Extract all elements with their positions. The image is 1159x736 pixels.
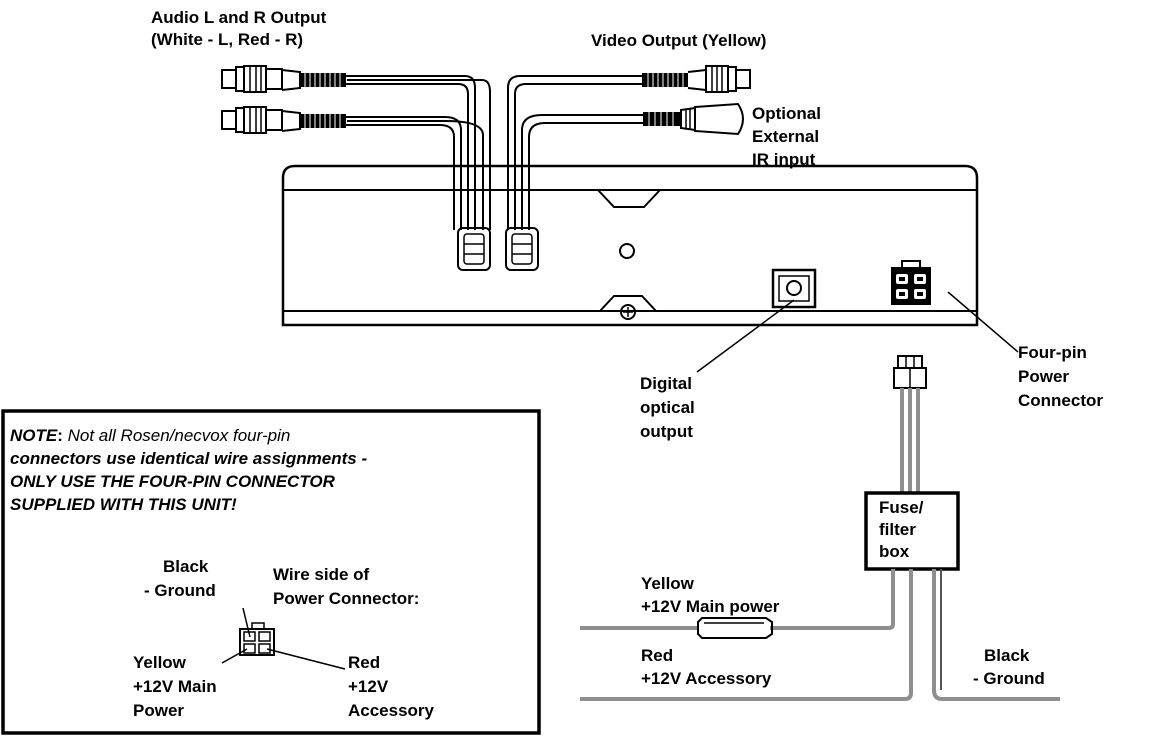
video-output-label: Video Output (Yellow): [591, 31, 766, 50]
note-line2: connectors use identical wire assignment…: [10, 449, 367, 468]
note-line3: ONLY USE THE FOUR-PIN CONNECTOR: [10, 472, 336, 491]
audio-output-label-line1: Audio L and R Output: [151, 8, 327, 27]
video-rca-plug: [642, 65, 751, 93]
red-wire-label-line1: Red: [641, 646, 673, 665]
note-red-label-line3: Accessory: [348, 701, 435, 720]
optical-label-line1: Digital: [640, 374, 692, 393]
note-red-label-line1: Red: [348, 653, 380, 672]
ir-input-label-line2: External: [752, 127, 819, 146]
note-yellow-label-line3: Power: [133, 701, 184, 720]
fuse-box-label-line3: box: [879, 542, 910, 561]
note-line4: SUPPLIED WITH THIS UNIT!: [10, 495, 237, 514]
black-wire-label-line1: Black: [984, 646, 1030, 665]
power-connector-label-line1: Four-pin: [1018, 343, 1087, 362]
audio-rca-plug-right: [221, 106, 346, 134]
note-prefix: NOTE: [10, 426, 58, 445]
fuse-box-label-line2: filter: [879, 520, 916, 539]
note-yellow-label-line2: +12V Main: [133, 677, 217, 696]
yellow-wire: [580, 569, 895, 639]
harness-plug: [893, 355, 927, 389]
black-wire-label-line2: - Ground: [973, 669, 1045, 688]
main-unit: [281, 164, 979, 327]
note-black-leader: [242, 607, 251, 638]
red-wire: [580, 569, 913, 701]
red-wire-label-line2: +12V Accessory: [641, 669, 772, 688]
digital-optical-jack: [771, 268, 817, 309]
ir-input-label-line1: Optional: [752, 104, 821, 123]
note-line1: NOTE: Not all Rosen/necvox four-pin: [10, 426, 290, 445]
unit-power-connector: [891, 260, 931, 305]
note-line1-text: Not all Rosen/necvox four-pin: [63, 426, 290, 445]
optical-label-line2: optical: [640, 398, 695, 417]
optical-label-line3: output: [640, 422, 693, 441]
optical-leader-line: [696, 299, 795, 373]
black-wire: [932, 569, 1060, 701]
yellow-wire-label-line2: +12V Main power: [641, 597, 780, 616]
screw-icon: [620, 304, 636, 320]
audio-rca-plug-left: [221, 65, 346, 93]
audio-header-plug: [457, 227, 491, 271]
video-header-plug: [505, 227, 539, 271]
note-colon: :: [57, 426, 63, 445]
note-yellow-leader: [221, 648, 248, 664]
note-black-label-line2: - Ground: [144, 581, 216, 600]
mounting-hole: [619, 243, 635, 259]
power-connector-label-line3: Connector: [1018, 391, 1103, 410]
wire-side-label-line1: Wire side of: [273, 565, 370, 584]
note-red-leader: [266, 648, 346, 670]
video-cable-bundle: [507, 75, 643, 230]
audio-cable-bundle: [340, 75, 491, 230]
note-box: NOTE: Not all Rosen/necvox four-pin conn…: [1, 409, 541, 735]
yellow-wire-label-line1: Yellow: [641, 574, 695, 593]
audio-output-label-line2: (White - L, Red - R): [151, 30, 303, 49]
power-connector-label-line2: Power: [1018, 367, 1069, 386]
note-black-label-line1: Black: [163, 557, 209, 576]
harness-wires-upper: [900, 388, 920, 493]
fuse-box-label-line1: Fuse/: [879, 498, 924, 517]
ir-input-label-line3: IR input: [752, 150, 816, 169]
note-yellow-label-line1: Yellow: [133, 653, 187, 672]
ir-input-plug: [643, 102, 744, 136]
note-red-label-line2: +12V: [348, 677, 389, 696]
wire-side-label-line2: Power Connector:: [273, 589, 419, 608]
power-connector-leader-line: [947, 291, 1019, 353]
